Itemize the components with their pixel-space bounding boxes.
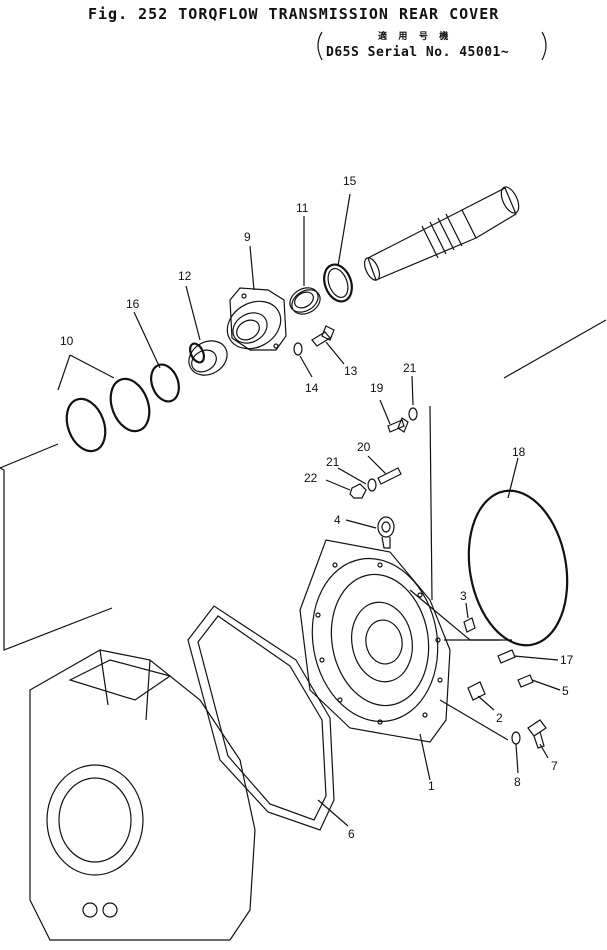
callout-1: 1 — [428, 779, 435, 793]
callout-9: 9 — [244, 230, 251, 244]
callout-19: 19 — [370, 381, 384, 395]
leader-lines — [0, 193, 607, 827]
callout-6: 6 — [348, 827, 355, 841]
callout-12: 12 — [178, 269, 192, 283]
washer-21-upper — [408, 407, 418, 421]
callout-5: 5 — [562, 684, 569, 698]
nut-22 — [349, 483, 367, 499]
o-rings-10 — [65, 377, 151, 453]
stud-20 — [377, 467, 402, 485]
callout-14: 14 — [305, 381, 319, 395]
o-ring-18 — [467, 489, 569, 647]
callout-15: 15 — [343, 174, 357, 188]
dowel-17 — [497, 649, 516, 664]
callout-8: 8 — [514, 775, 521, 789]
bolt-19 — [387, 417, 409, 433]
snap-ring-15 — [323, 263, 353, 303]
snap-ring-16 — [150, 363, 180, 403]
callout-18: 18 — [512, 445, 526, 459]
callout-17: 17 — [560, 653, 574, 667]
callout-11: 11 — [296, 201, 309, 215]
callout-7: 7 — [551, 759, 558, 773]
callout-22: 22 — [304, 471, 318, 485]
plug-2 — [467, 681, 486, 701]
right-paren — [541, 31, 547, 61]
callout-20: 20 — [357, 440, 371, 454]
callout-3: 3 — [460, 589, 467, 603]
bearing-12 — [188, 340, 228, 376]
callout-10: 10 — [60, 334, 74, 348]
left-paren — [317, 31, 323, 61]
eye-bolt-4 — [377, 516, 395, 549]
transmission-case — [29, 649, 256, 941]
figure-title: Fig. 252 TORQFLOW TRANSMISSION REAR COVE… — [88, 5, 499, 23]
callout-2: 2 — [496, 711, 503, 725]
callout-16: 16 — [126, 297, 140, 311]
output-shaft — [363, 186, 520, 281]
callout-13: 13 — [344, 364, 358, 378]
callouts: 1 2 3 4 5 6 7 8 9 10 11 12 13 14 15 16 1… — [60, 174, 574, 841]
callout-4: 4 — [334, 513, 341, 527]
bearing-cage-9 — [226, 287, 287, 351]
rear-cover-1 — [299, 539, 451, 743]
callout-21-lower: 21 — [326, 455, 340, 469]
washer-8 — [511, 731, 521, 745]
callout-21-upper: 21 — [403, 361, 417, 375]
washer-14 — [293, 342, 303, 356]
bolt-13 — [311, 325, 335, 347]
washer-21-lower — [367, 478, 377, 492]
bolt-7 — [527, 719, 547, 749]
plug-3 — [463, 617, 476, 633]
dowel-5 — [517, 674, 534, 688]
oil-seal-11 — [289, 287, 321, 315]
applicability-label: 適 用 号 機 — [378, 30, 451, 42]
serial-range: D65S Serial No. 45001~ — [326, 45, 509, 60]
